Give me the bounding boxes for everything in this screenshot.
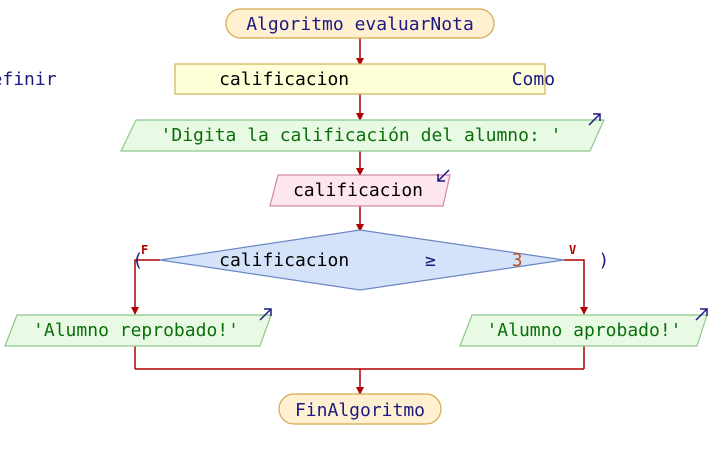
define-variable: calificacion <box>219 69 349 90</box>
decision-node[interactable]: ( calificacion ≥ 3 ) F V <box>57 229 664 291</box>
output-arrow-icon <box>259 308 272 321</box>
false-branch-label: F <box>141 243 148 257</box>
input-node[interactable]: calificacion <box>269 169 451 207</box>
svg-text:( calificacion ≥: ( calificacion ≥ 3 ) <box>57 250 664 271</box>
true-branch-label: V <box>569 243 576 257</box>
decision-operator: ≥ <box>425 250 436 271</box>
define-como: Como <box>512 69 555 90</box>
define-node[interactable]: Definir calificacion Como Real <box>0 63 714 95</box>
decision-number: 3 <box>512 250 523 271</box>
svg-text:Definir califica: Definir calificacion Como Real <box>0 69 714 90</box>
output-true-node[interactable]: 'Alumno aprobado!' <box>459 308 708 347</box>
input-arrow-icon <box>437 169 450 182</box>
output-prompt-node[interactable]: 'Digita la calificación del alumno: ' <box>120 113 605 152</box>
output-false-node[interactable]: 'Alumno reprobado!' <box>4 308 272 347</box>
start-label: Algoritmo evaluarNota <box>246 14 474 35</box>
output-arrow-icon <box>695 308 708 321</box>
connectors <box>131 38 588 395</box>
output-false-text: 'Alumno reprobado!' <box>33 320 239 341</box>
output-true-text: 'Alumno aprobado!' <box>486 320 681 341</box>
end-label: FinAlgoritmo <box>295 400 425 421</box>
decision-variable: calificacion <box>219 250 349 271</box>
decision-close-paren: ) <box>598 250 609 271</box>
decision-open-paren: ( <box>132 250 143 271</box>
start-node[interactable]: Algoritmo evaluarNota <box>225 8 495 39</box>
connector-true-branch <box>564 259 588 315</box>
define-keyword: Definir <box>0 69 57 90</box>
connector-false-branch <box>131 259 160 315</box>
output-prompt-text: 'Digita la calificación del alumno: ' <box>161 125 562 146</box>
output-arrow-icon <box>588 113 601 126</box>
end-node[interactable]: FinAlgoritmo <box>278 393 442 425</box>
input-variable-text: calificacion <box>293 180 423 201</box>
